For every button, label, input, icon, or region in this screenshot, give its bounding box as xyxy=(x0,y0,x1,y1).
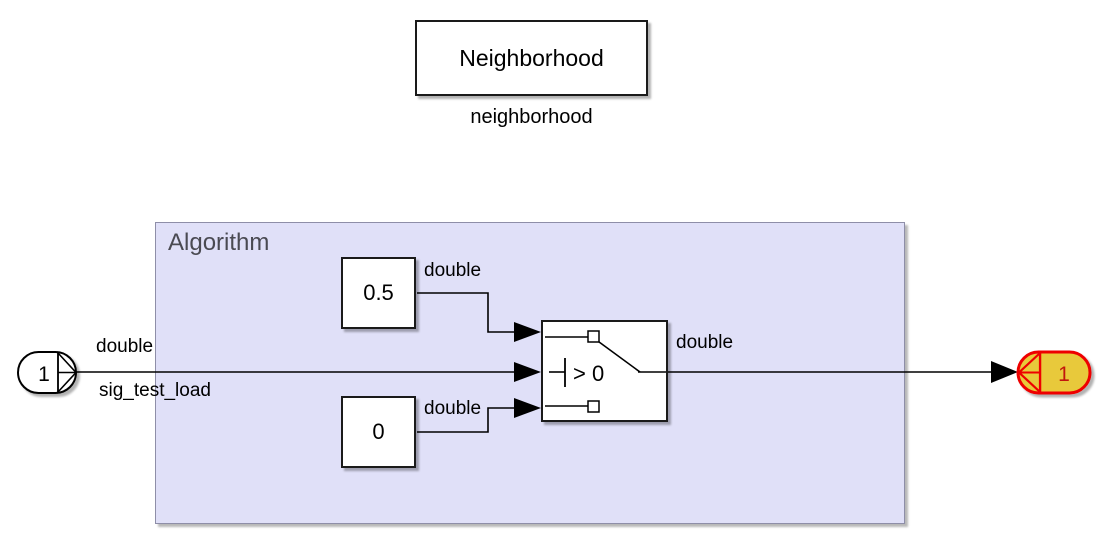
signal-label-input-name: sig_test_load xyxy=(99,380,211,401)
input-port-1[interactable]: 1 xyxy=(17,350,78,395)
signal-label-const-0-5-type: double xyxy=(424,260,482,281)
neighborhood-block-label: Neighborhood xyxy=(459,44,604,71)
signal-label-const-0-type: double xyxy=(424,398,482,419)
constant-block-0-5-value: 0.5 xyxy=(363,280,394,305)
arrowhead-switch-control xyxy=(514,362,541,382)
output-port-number: 1 xyxy=(1058,363,1070,386)
constant-block-0-value: 0 xyxy=(372,419,385,444)
wire-const-half-to-switch xyxy=(417,292,527,333)
switch-lever-graphic xyxy=(545,330,666,413)
switch-criterion-label: > 0 xyxy=(573,361,604,386)
neighborhood-block-caption: neighborhood xyxy=(470,106,593,128)
constant-block-0-5[interactable]: 0.5 xyxy=(341,257,416,329)
signal-label-switch-output-type: double xyxy=(676,332,734,353)
output-port-1[interactable]: 1 xyxy=(1016,350,1092,395)
input-port-number: 1 xyxy=(38,363,50,386)
arrowhead-output-port xyxy=(991,361,1018,383)
signal-label-input-type: double xyxy=(96,336,154,357)
algorithm-subsystem-title: Algorithm xyxy=(168,229,270,256)
neighborhood-block[interactable]: Neighborhood xyxy=(415,20,648,96)
constant-block-0[interactable]: 0 xyxy=(341,396,416,468)
arrowhead-switch-input-1 xyxy=(514,322,541,342)
wire-const-zero-to-switch xyxy=(417,407,527,433)
arrowhead-switch-input-3 xyxy=(514,398,541,418)
